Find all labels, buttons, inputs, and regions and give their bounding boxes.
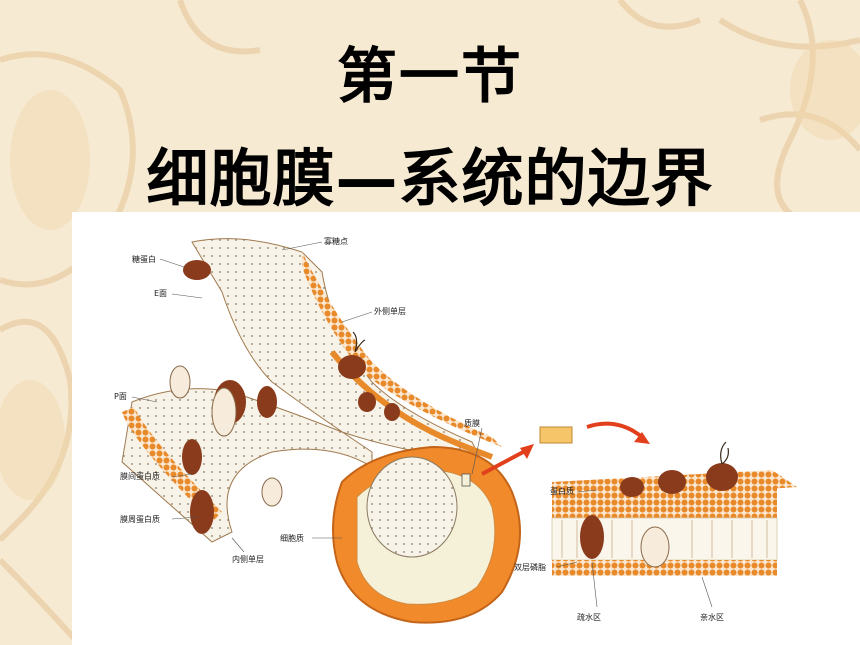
- bilayer-block: [551, 441, 797, 576]
- label-integral-protein: 膜间蛋白质: [120, 471, 160, 481]
- label-glycoprotein: 糖蛋白: [132, 254, 156, 264]
- label-p-face: P面: [114, 392, 127, 401]
- label-peripheral-protein: 膜周蛋白质: [120, 514, 160, 524]
- label-outer-leaflet: 外侧单层: [374, 306, 406, 316]
- label-hydrophobic: 疏水区: [577, 612, 601, 622]
- label-oligosaccharide: 寡糖点: [324, 236, 348, 246]
- membrane-diagram-panel: 糖蛋白 寡糖点 E面 外侧单层 P面 质膜 膜间蛋白质 膜周蛋白质 内侧单层 细…: [72, 212, 860, 645]
- cell-cutaway: [332, 445, 521, 624]
- label-e-face: E面: [154, 289, 167, 298]
- sugar-chain-icon: [352, 331, 366, 353]
- label-phospholipid-bilayer: 双层磷脂: [514, 562, 546, 572]
- label-inner-leaflet: 内侧单层: [232, 554, 264, 564]
- slide-title-main: 细胞膜—系统的边界: [146, 142, 714, 215]
- label-cytoplasm: 细胞质: [280, 533, 304, 543]
- label-hydrophilic: 亲水区: [700, 612, 724, 622]
- fluid-mosaic-illustration: 糖蛋白 寡糖点 E面 外侧单层 P面 质膜 膜间蛋白质 膜周蛋白质 内侧单层 细…: [114, 236, 797, 624]
- zoom-arrow: [481, 421, 650, 476]
- label-membrane: 质膜: [464, 418, 480, 428]
- slide-title-section: 第一节: [337, 42, 523, 112]
- label-protein: 蛋白质: [550, 486, 574, 496]
